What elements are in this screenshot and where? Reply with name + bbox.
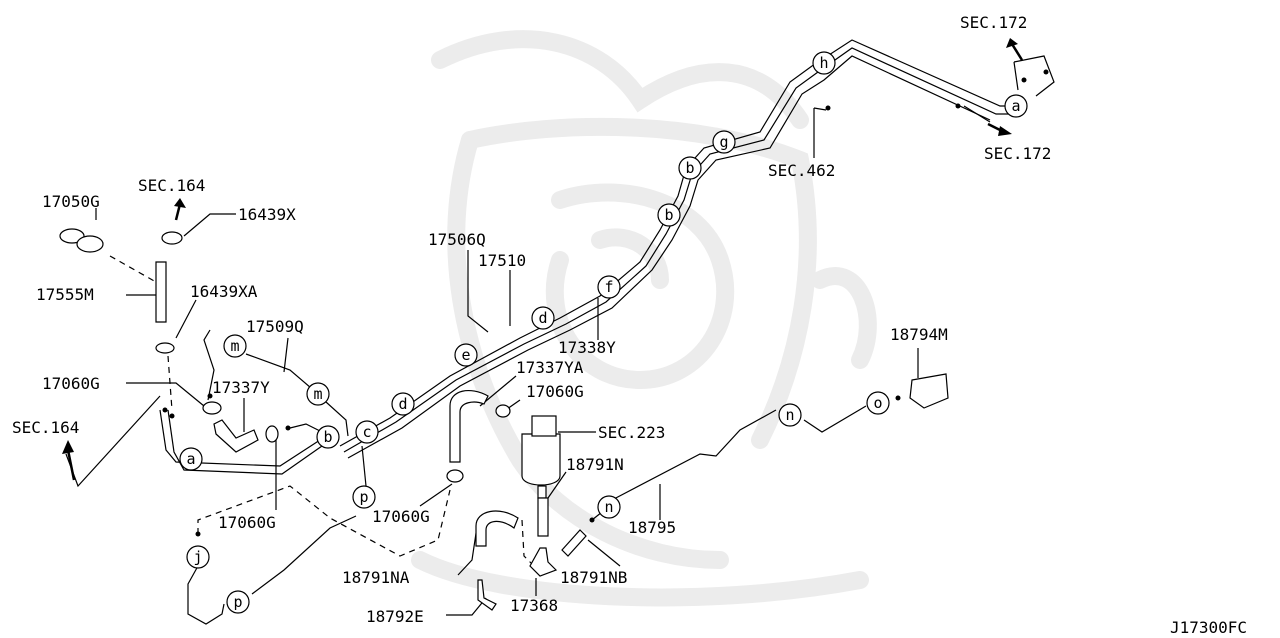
connection-marker-e: e: [454, 343, 478, 367]
clamp-17060G-center: [495, 404, 511, 418]
connector-18794M: [909, 373, 949, 409]
part-labels: 17050G SEC.164 16439X 17555M 16439XA 17509Q 17…: [12, 13, 1051, 626]
junction-dots: [162, 69, 1049, 537]
svg-text:b: b: [685, 159, 694, 177]
connection-marker-b: b: [678, 156, 702, 180]
canister-top: [531, 415, 557, 437]
connection-marker-g: g: [712, 130, 736, 154]
part-label-18795[interactable]: 18795: [628, 518, 676, 537]
connection-marker-b: b: [316, 425, 340, 449]
connection-marker-p: p: [226, 590, 250, 614]
svg-text:f: f: [604, 278, 613, 296]
hose-18791NA: [475, 510, 519, 547]
part-label-sec172-right[interactable]: SEC.172: [984, 144, 1051, 163]
clamp-17060G-bottom: [446, 469, 464, 483]
fuel-tube-left: [159, 409, 323, 475]
clamp-17060G-left: [202, 401, 222, 415]
connection-marker-d: d: [531, 306, 555, 330]
part-label-18792E[interactable]: 18792E: [366, 607, 424, 626]
diagram-code: J17300FC: [1170, 618, 1247, 637]
connection-marker-c: c: [355, 420, 379, 444]
clamp-17050G-b: [76, 235, 104, 253]
leader-lines: [65, 55, 1055, 625]
connection-marker-m: m: [223, 334, 247, 358]
part-label-17337YA[interactable]: 17337YA: [516, 358, 584, 377]
svg-text:n: n: [604, 498, 613, 516]
part-label-sec164-left[interactable]: SEC.164: [12, 418, 79, 437]
clamp-17050G-a: [59, 228, 85, 244]
hose-18791N: [537, 497, 549, 537]
part-label-17506Q[interactable]: 17506Q: [428, 230, 486, 249]
connection-marker-j: j: [186, 545, 210, 569]
hose-17555M: [155, 261, 167, 323]
direction-arrows: [62, 38, 1024, 481]
svg-text:j: j: [193, 548, 202, 566]
hose-18792E: [477, 579, 497, 611]
part-label-17338Y[interactable]: 17338Y: [558, 338, 616, 357]
part-label-17368[interactable]: 17368: [510, 596, 558, 615]
connection-marker-a: a: [1004, 94, 1028, 118]
connection-marker-a: a: [179, 447, 203, 471]
part-label-17060G-bottom-center[interactable]: 17060G: [372, 507, 430, 526]
part-label-sec223[interactable]: SEC.223: [598, 423, 665, 442]
part-label-sec164-top[interactable]: SEC.164: [138, 176, 205, 195]
connection-marker-d: d: [391, 392, 415, 416]
valve-17368: [529, 547, 558, 577]
svg-text:e: e: [461, 346, 470, 364]
arrow-sec164-left: [66, 449, 76, 481]
canister-sec223: [521, 433, 561, 486]
connection-marker-b: b: [657, 203, 681, 227]
parts-drawings: [59, 228, 949, 611]
connection-marker-f: f: [597, 275, 621, 299]
part-label-18794M[interactable]: 18794M: [890, 325, 948, 344]
part-label-18791N[interactable]: 18791N: [566, 455, 624, 474]
part-label-sec172-top[interactable]: SEC.172: [960, 13, 1027, 32]
part-label-17337Y[interactable]: 17337Y: [212, 378, 270, 397]
svg-text:h: h: [819, 54, 828, 72]
svg-text:o: o: [873, 394, 882, 412]
connection-markers: a h g b b f d e d c b m m a p j p n o n: [179, 51, 1028, 614]
hose-17337YA: [449, 389, 489, 463]
svg-text:n: n: [785, 406, 794, 424]
svg-text:b: b: [323, 428, 332, 446]
hose-17337Y: [213, 419, 259, 453]
svg-text:b: b: [664, 206, 673, 224]
svg-text:m: m: [313, 385, 322, 403]
connection-marker-h: h: [812, 51, 836, 75]
part-label-16439X[interactable]: 16439X: [238, 205, 296, 224]
part-label-17060G-left[interactable]: 17060G: [42, 374, 100, 393]
svg-text:p: p: [233, 593, 242, 611]
part-label-17509Q[interactable]: 17509Q: [246, 317, 304, 336]
part-label-18791NB[interactable]: 18791NB: [560, 568, 627, 587]
svg-text:g: g: [719, 133, 728, 151]
hose-18791NB: [561, 529, 587, 557]
part-label-18791NA[interactable]: 18791NA: [342, 568, 410, 587]
svg-text:d: d: [538, 309, 547, 327]
svg-text:a: a: [186, 450, 195, 468]
svg-text:p: p: [359, 488, 368, 506]
svg-text:m: m: [230, 337, 239, 355]
connection-marker-n: n: [778, 403, 802, 427]
part-label-17050G[interactable]: 17050G: [42, 192, 100, 211]
part-label-17060G-center[interactable]: 17060G: [526, 382, 584, 401]
connection-marker-p: p: [352, 485, 376, 509]
part-label-17555M[interactable]: 17555M: [36, 285, 94, 304]
connection-marker-n: n: [597, 495, 621, 519]
part-label-17060G-bottom-left[interactable]: 17060G: [218, 513, 276, 532]
svg-text:d: d: [398, 395, 407, 413]
connection-marker-m: m: [306, 382, 330, 406]
canister-outlet: [537, 485, 547, 499]
arrow-sec172-top: [1010, 43, 1024, 61]
connection-marker-o: o: [866, 391, 890, 415]
part-label-sec462[interactable]: SEC.462: [768, 161, 835, 180]
svg-text:a: a: [1011, 97, 1020, 115]
clamp-17060G-lower: [265, 425, 279, 443]
svg-text:c: c: [362, 423, 371, 441]
part-label-17510[interactable]: 17510: [478, 251, 526, 270]
part-label-16439XA[interactable]: 16439XA: [190, 282, 258, 301]
clamp-16439XA: [155, 342, 175, 354]
clamp-16439X: [161, 231, 183, 245]
